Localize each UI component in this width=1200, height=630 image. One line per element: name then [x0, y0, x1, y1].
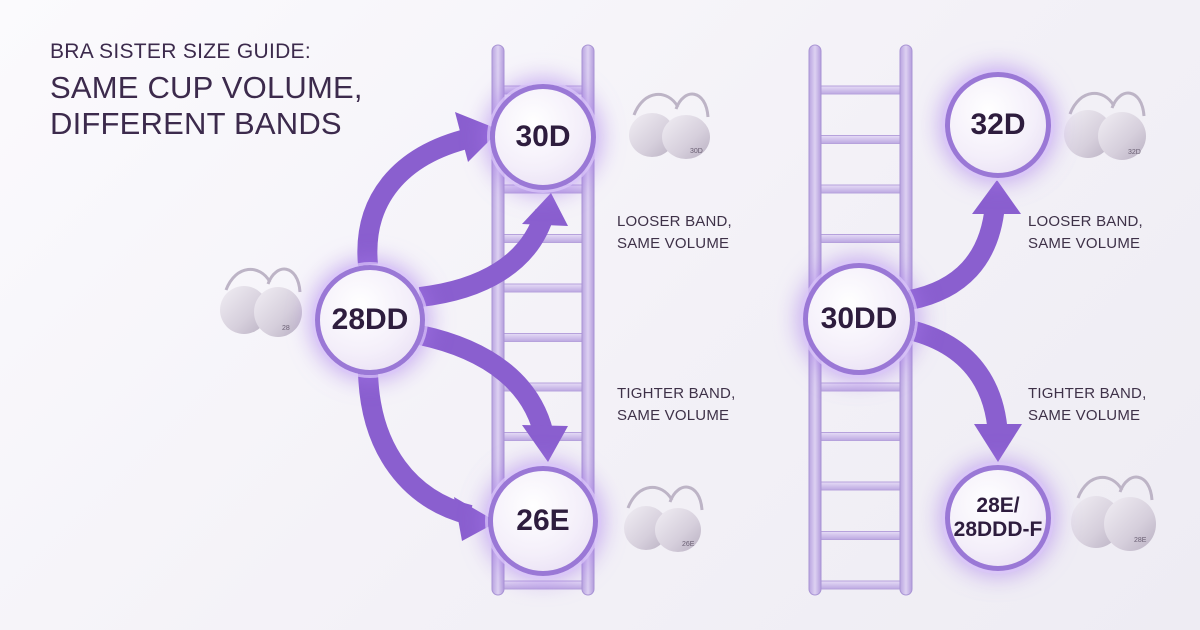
- ladder-rung: [814, 481, 907, 491]
- arrow-30dd-to-32d: [907, 203, 1005, 310]
- arrow-28dd-to-26e: [358, 371, 473, 525]
- size-node-26e: 26E: [488, 466, 598, 576]
- arrowhead-26e-inner: [522, 425, 568, 462]
- size-label-32d: 32D: [970, 108, 1026, 141]
- arrowheads-left: [454, 112, 568, 541]
- arrow-30dd-to-28e: [907, 320, 1008, 436]
- size-node-28e-28ddd-f: 28E/ 28DDD-F: [945, 465, 1051, 571]
- arrowhead-28e: [974, 424, 1022, 462]
- bra-illustration-26e: 26E: [624, 485, 704, 552]
- arrow-28dd-to-26e-inner: [417, 325, 555, 443]
- bra-tag-30d: 30D: [690, 148, 703, 155]
- ladder-rung: [814, 234, 907, 243]
- size-label-28dd: 28DD: [331, 303, 409, 336]
- ladder-rung: [814, 382, 907, 392]
- note-tighter-left: TIGHTER BAND, SAME VOLUME: [617, 385, 736, 424]
- ladder-rung: [497, 333, 589, 342]
- bra-illustration-28e: 28E: [1071, 475, 1156, 551]
- bra-illustration-32d: 32D: [1064, 91, 1146, 160]
- size-node-30d: 30D: [490, 84, 596, 190]
- size-label-30d: 30D: [515, 120, 571, 153]
- guide-title: SAME CUP VOLUME, DIFFERENT BANDS: [50, 70, 363, 141]
- note-tighter-right: TIGHTER BAND, SAME VOLUME: [1028, 385, 1147, 424]
- arrowhead-32d: [972, 180, 1021, 214]
- title-block: BRA SISTER SIZE GUIDE: SAME CUP VOLUME, …: [50, 40, 380, 142]
- ladder-rung: [814, 184, 907, 194]
- bra-tag-32d: 32D: [1128, 149, 1141, 156]
- ladder-rail-right: [581, 44, 595, 596]
- note-looser-right: LOOSER BAND, SAME VOLUME: [1028, 213, 1143, 252]
- ladder-rung: [814, 85, 907, 95]
- bra-illustration-30d: 30D: [629, 92, 710, 159]
- bra-tag-28: 28: [282, 325, 290, 332]
- guide-subtitle: BRA SISTER SIZE GUIDE:: [50, 40, 311, 63]
- arrowhead-30d-inner: [522, 193, 568, 226]
- ladder-rail-left: [491, 44, 505, 596]
- arrows-right: [907, 203, 1008, 436]
- bra-illustration-28dd: 28: [220, 267, 302, 337]
- arrow-28dd-to-30d-inner: [418, 208, 555, 307]
- note-looser-left: LOOSER BAND, SAME VOLUME: [617, 213, 732, 252]
- ladder-rung: [497, 283, 589, 293]
- arrowheads-right: [972, 180, 1022, 462]
- ladder-rung: [497, 580, 589, 590]
- size-label-30dd: 30DD: [820, 302, 898, 335]
- arrow-28dd-to-30d: [357, 128, 473, 266]
- arrows-left: [357, 128, 555, 525]
- size-label-28e-28ddd-f: 28E/ 28DDD-F: [953, 494, 1043, 541]
- ladder-rung: [814, 580, 907, 590]
- size-node-30dd: 30DD: [803, 263, 915, 375]
- size-node-28dd: 28DD: [315, 265, 425, 375]
- ladder-rung: [814, 432, 907, 441]
- bra-tag-26e: 26E: [682, 541, 695, 548]
- size-label-26e: 26E: [516, 504, 570, 537]
- ladder-rung: [814, 135, 907, 144]
- arrowhead-26e: [454, 497, 497, 541]
- arrowhead-30d: [455, 112, 500, 162]
- size-node-32d: 32D: [945, 72, 1051, 178]
- ladder-rung: [814, 531, 907, 540]
- bra-tag-28e: 28E: [1134, 537, 1147, 544]
